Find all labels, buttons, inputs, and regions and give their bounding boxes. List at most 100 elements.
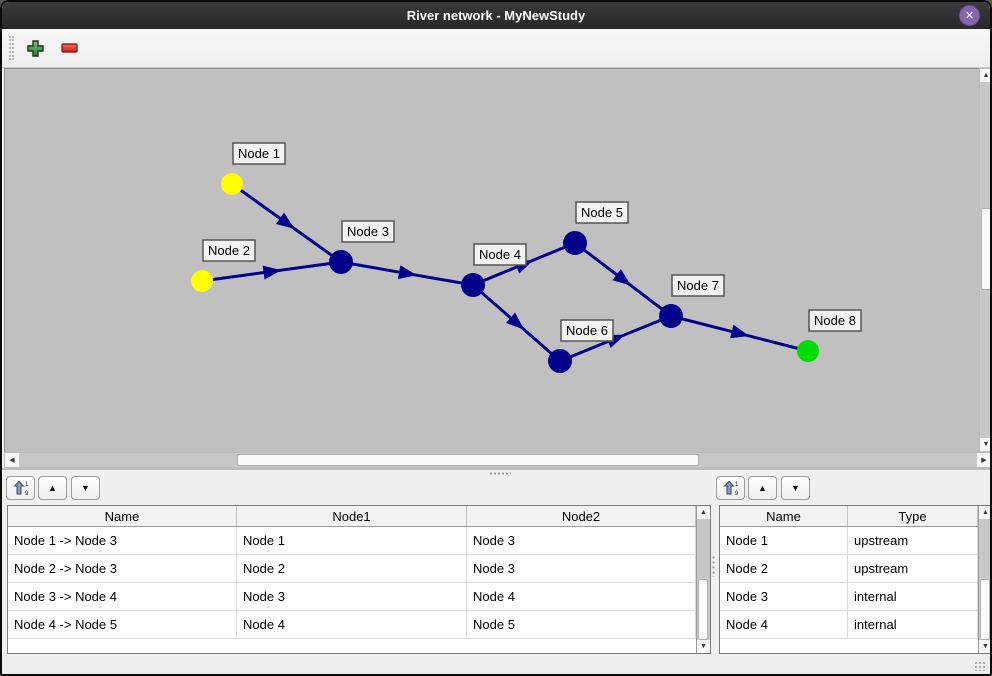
table-cell: Node 1 -> Node 3 — [8, 527, 237, 555]
arrow-right-icon: ▶ — [981, 456, 987, 464]
node-label-box[interactable] — [808, 309, 862, 332]
titlebar[interactable]: River network - MyNewStudy ✕ — [2, 2, 990, 29]
table-cell: Node 2 -> Node 3 — [8, 555, 237, 583]
arrow-up-icon: ▲ — [982, 72, 990, 79]
scroll-right-button[interactable]: ▶ — [977, 453, 990, 467]
nodes-move-down-button[interactable]: ▼ — [781, 476, 810, 500]
node-label-box[interactable] — [575, 201, 629, 224]
svg-text:9: 9 — [25, 491, 29, 496]
river-node[interactable] — [563, 231, 587, 255]
node-label-box[interactable] — [473, 243, 527, 266]
flow-direction-arrow-icon — [612, 269, 631, 286]
node-label-box[interactable] — [341, 220, 395, 243]
node-label-text: Node 5 — [581, 205, 623, 220]
scroll-up-button[interactable]: ▲ — [697, 506, 710, 519]
svg-text:1: 1 — [25, 482, 29, 488]
river-node[interactable] — [548, 349, 572, 373]
scroll-up-button[interactable]: ▲ — [979, 506, 990, 519]
scroll-up-button[interactable]: ▲ — [980, 69, 990, 82]
column-header[interactable]: Node1 — [237, 506, 467, 526]
nodes-scroll-thumb[interactable] — [980, 579, 990, 640]
node-label-text: Node 1 — [238, 146, 280, 161]
canvas-hscroll-thumb[interactable] — [237, 454, 699, 466]
vertical-splitter[interactable] — [711, 505, 717, 654]
river-node[interactable] — [329, 250, 353, 274]
horizontal-splitter[interactable] — [2, 468, 990, 475]
node-label-box[interactable] — [202, 239, 256, 262]
table-cell: Node 3 — [237, 583, 467, 611]
column-header[interactable]: Name — [720, 506, 848, 526]
triangle-up-icon: ▲ — [758, 483, 767, 493]
river-node[interactable] — [221, 173, 243, 195]
splitter-grip-icon — [489, 472, 511, 475]
river-node[interactable] — [191, 270, 213, 292]
river-node[interactable] — [797, 340, 819, 362]
add-node-button[interactable] — [22, 35, 48, 61]
table-cell: Node 3 — [467, 527, 696, 555]
scroll-down-button[interactable]: ▼ — [980, 438, 990, 451]
river-node[interactable] — [461, 273, 485, 297]
svg-text:1: 1 — [735, 482, 739, 488]
nodes-sort-button[interactable]: 1 9 — [716, 476, 745, 500]
branches-move-down-button[interactable]: ▼ — [71, 476, 100, 500]
close-icon: ✕ — [964, 10, 975, 22]
table-cell: Node 4 — [237, 611, 467, 639]
arrow-up-icon: ▲ — [982, 509, 989, 516]
nodes-move-up-button[interactable]: ▲ — [748, 476, 777, 500]
sort-1-9-icon: 1 9 — [12, 480, 29, 496]
resize-grip-icon[interactable] — [974, 661, 986, 671]
node-label-text: Node 3 — [347, 224, 389, 239]
table-cell: upstream — [848, 527, 978, 555]
column-header[interactable]: Node2 — [467, 506, 696, 526]
scroll-left-button[interactable]: ◀ — [5, 453, 19, 467]
table-cell: Node 3 — [720, 583, 848, 611]
window-title: River network - MyNewStudy — [406, 8, 586, 23]
scroll-down-button[interactable]: ▼ — [979, 640, 990, 653]
table-cell: Node 5 — [467, 611, 696, 639]
column-header[interactable]: Type — [848, 506, 978, 526]
nodes-table-scrollbar[interactable]: ▲ ▼ — [978, 506, 990, 653]
canvas-vertical-scrollbar[interactable]: ▲ ▼ — [979, 68, 990, 452]
table-cell: Node 4 -> Node 5 — [8, 611, 237, 639]
close-button[interactable]: ✕ — [959, 5, 980, 26]
flow-direction-arrow-icon — [262, 265, 282, 280]
branches-scroll-thumb[interactable] — [698, 579, 708, 640]
table-cell: Node 3 — [467, 555, 696, 583]
branches-sort-button[interactable]: 1 9 — [6, 476, 35, 500]
column-header[interactable]: Name — [8, 506, 237, 526]
node-label-text: Node 6 — [566, 323, 608, 338]
node-label-box[interactable] — [671, 274, 725, 297]
scroll-down-button[interactable]: ▼ — [697, 640, 710, 653]
branches-table-scrollbar[interactable]: ▲ ▼ — [696, 506, 710, 653]
canvas-vscroll-thumb[interactable] — [981, 208, 990, 290]
canvas-horizontal-scrollbar[interactable]: ◀ ▶ — [4, 452, 990, 468]
remove-minus-icon — [60, 43, 78, 53]
branches-move-up-button[interactable]: ▲ — [38, 476, 67, 500]
flow-direction-arrow-icon — [397, 265, 417, 280]
arrow-down-icon: ▼ — [982, 441, 990, 448]
node-label-text: Node 4 — [479, 247, 521, 262]
remove-node-button[interactable] — [56, 35, 82, 61]
node-label-box[interactable] — [560, 319, 614, 342]
toolbar-drag-handle[interactable] — [9, 36, 14, 60]
node-label-box[interactable] — [232, 142, 286, 165]
triangle-down-icon: ▼ — [81, 483, 90, 493]
river-node[interactable] — [659, 304, 683, 328]
svg-text:9: 9 — [735, 491, 739, 496]
